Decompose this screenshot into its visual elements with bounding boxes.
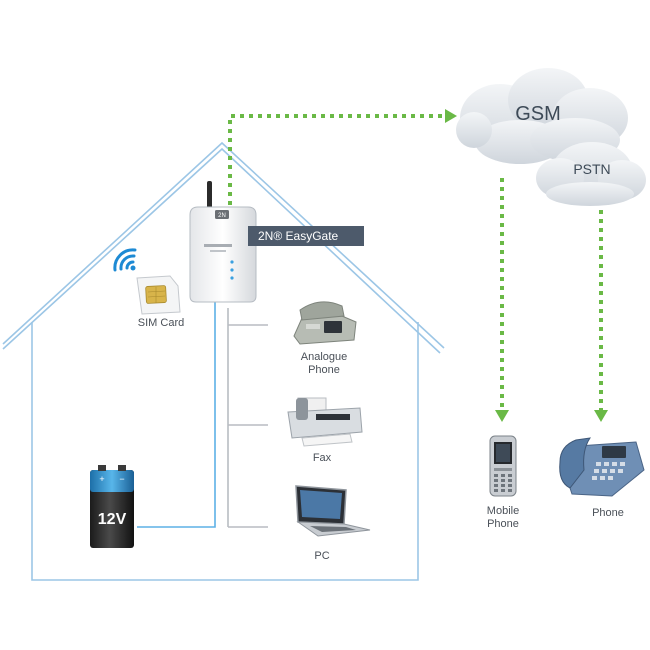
house-outline <box>2 141 445 581</box>
mobile-phone-icon <box>489 435 517 497</box>
battery-label: 12V <box>97 511 127 528</box>
wifi-dot <box>130 265 136 271</box>
arrow-to-phone <box>594 410 608 422</box>
device-name-label: 2N® EasyGate <box>248 226 364 246</box>
battery-icon: + − <box>90 465 134 548</box>
wifi-icon <box>113 248 137 272</box>
analogue-phone-icon <box>293 301 357 345</box>
sim-card <box>136 275 181 315</box>
phone-label: Phone <box>592 507 624 519</box>
svg-text:2N: 2N <box>218 213 226 219</box>
gsm-cloud-label: GSM <box>515 103 561 125</box>
phone-line-branches <box>227 308 268 528</box>
pstn-cloud-label: PSTN <box>573 161 611 177</box>
fax-icon <box>287 397 363 447</box>
pstn-cloud <box>536 142 646 206</box>
arrow-to-mobile <box>495 410 509 422</box>
svg-text:+: + <box>99 474 104 484</box>
mobile-phone-label: Mobile Phone <box>486 505 520 530</box>
analogue-phone-label: Analogue Phone <box>300 351 348 376</box>
svg-text:−: − <box>119 474 124 484</box>
signal-path-device-gsm <box>228 114 447 205</box>
desk-phone-icon <box>559 437 645 497</box>
fax-label: Fax <box>312 452 332 464</box>
pc-label: PC <box>314 550 330 562</box>
power-wire <box>137 300 216 528</box>
easygate-device: 2N <box>189 181 257 303</box>
pc-icon <box>295 485 371 537</box>
sim-card-label: SIM Card <box>137 317 185 329</box>
gsm-cloud <box>456 68 628 164</box>
arrow-to-gsm <box>445 109 457 123</box>
